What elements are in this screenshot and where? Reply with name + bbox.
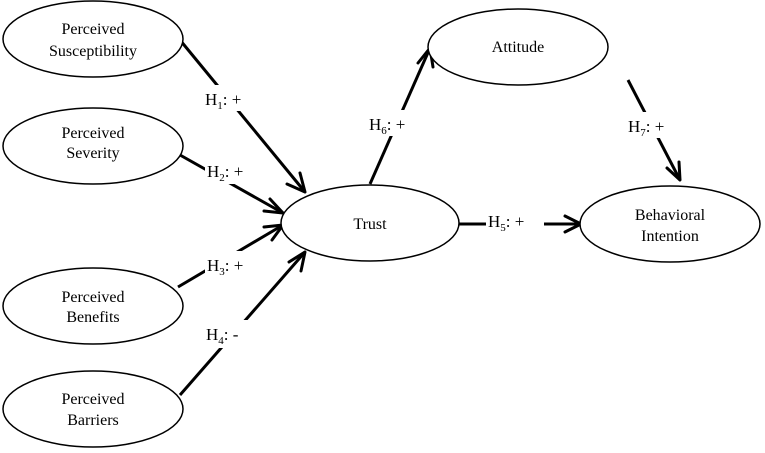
node-label-line: Perceived bbox=[61, 21, 124, 38]
node-behavioral-intention: Behavioral Intention bbox=[579, 185, 761, 263]
edge-h6: H6: + bbox=[368, 46, 435, 185]
edge-label-h4: H4: - bbox=[206, 325, 239, 347]
node-attitude: Attitude bbox=[427, 8, 609, 86]
node-label-line: Perceived bbox=[61, 289, 124, 306]
node-label-line: Trust bbox=[353, 216, 387, 233]
node-label-line: Behavioral bbox=[635, 207, 706, 224]
node-label-line: Perceived bbox=[61, 391, 124, 408]
edge-h4: H4: - bbox=[178, 250, 307, 396]
edge-label-h5: H5: + bbox=[488, 212, 524, 234]
node-label-line: Severity bbox=[66, 145, 119, 162]
node-label-line: Attitude bbox=[492, 39, 544, 56]
node-label-line: Barriers bbox=[67, 412, 119, 429]
node-label-line: Benefits bbox=[66, 309, 119, 326]
edge-h1: H1: + bbox=[178, 39, 307, 194]
edge-label-h6: H6: + bbox=[369, 115, 405, 137]
edge-h2: H2: + bbox=[179, 153, 285, 215]
edge-label-h7: H7: + bbox=[628, 117, 664, 139]
edge-h5: H5: + bbox=[459, 208, 583, 234]
edge-label-h3: H3: + bbox=[207, 256, 243, 278]
node-label-line: Susceptibility bbox=[49, 43, 137, 60]
node-perceived-benefits: Perceived Benefits bbox=[2, 267, 184, 345]
node-label-line: Perceived bbox=[61, 125, 124, 142]
edge-label-h1: H1: + bbox=[205, 90, 241, 112]
edge-h3: H3: + bbox=[177, 223, 285, 289]
node-perceived-barriers: Perceived Barriers bbox=[2, 370, 184, 448]
node-label-line: Intention bbox=[641, 228, 699, 245]
edge-label-h2: H2: + bbox=[207, 162, 243, 184]
node-trust: Trust bbox=[280, 184, 460, 262]
edges-layer: H1: + H2: + H3: + H4: - H5: bbox=[177, 39, 682, 396]
node-perceived-severity: Perceived Severity bbox=[2, 107, 184, 185]
node-perceived-susceptibility: Perceived Susceptibility bbox=[2, 0, 184, 78]
edge-h7: H7: + bbox=[626, 79, 682, 182]
